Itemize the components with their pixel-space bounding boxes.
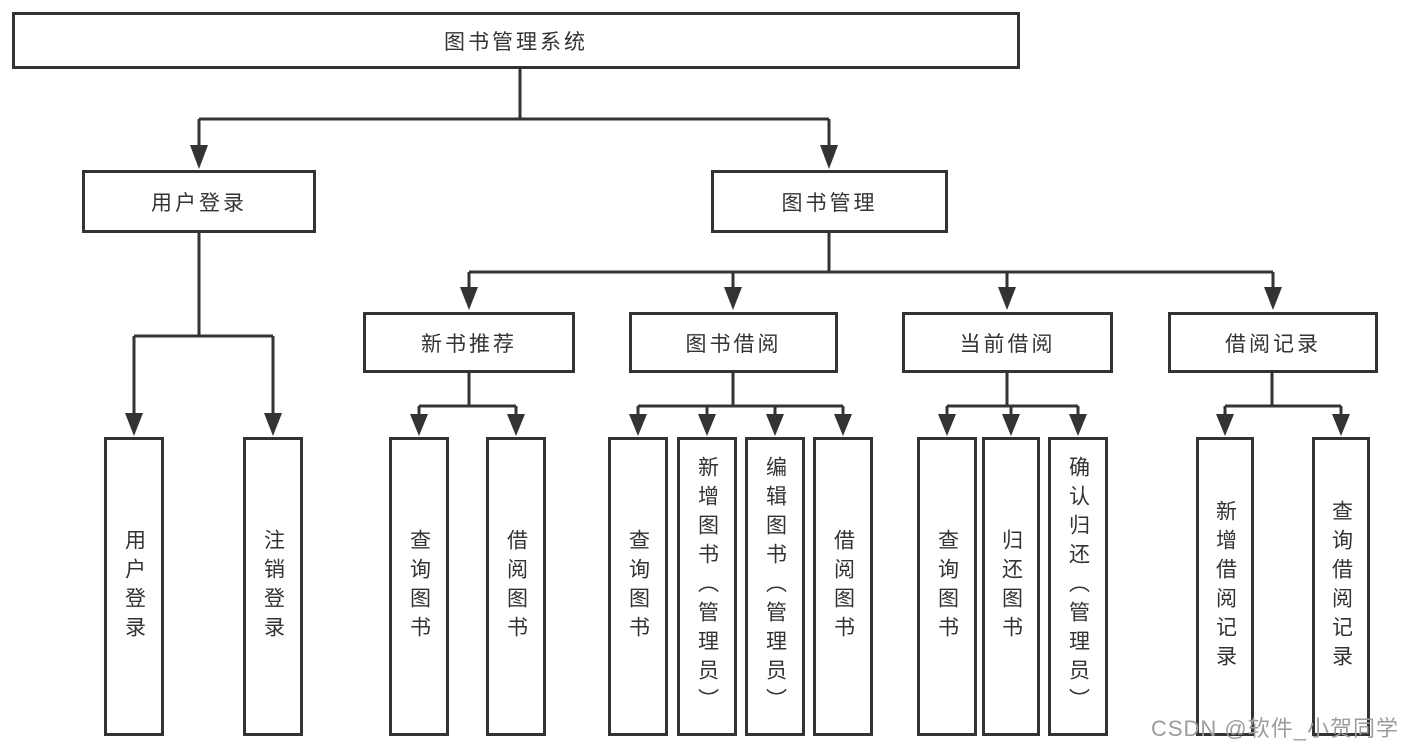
connector-borrow-records	[1223, 373, 1343, 418]
arrow-head	[190, 145, 208, 169]
leaf-return-books: 归还图书	[982, 437, 1040, 736]
node-current-borrowing: 当前借阅	[902, 312, 1113, 373]
node-book-borrowing: 图书借阅	[629, 312, 838, 373]
node-new-book-recommendation: 新书推荐	[363, 312, 575, 373]
watermark: CSDN @软件_小贺同学	[1150, 716, 1399, 741]
arrow-head	[1069, 414, 1087, 436]
arrow-head	[629, 414, 647, 436]
leaf-add-borrow-record: 新增借阅记录	[1196, 437, 1254, 736]
leaf-borrow-books-recommend: 借阅图书	[486, 437, 546, 736]
leaf-query-books-borrowing: 查询图书	[608, 437, 668, 736]
arrow-head	[698, 414, 716, 436]
arrow-head	[766, 414, 784, 436]
leaf-add-books-admin: 新增图书（管理员）	[677, 437, 737, 736]
node-user-login: 用户登录	[82, 170, 316, 233]
leaf-query-borrow-record: 查询借阅记录	[1312, 437, 1370, 736]
leaf-edit-books-admin: 编辑图书（管理员）	[745, 437, 805, 736]
arrow-head	[125, 413, 143, 436]
leaf-confirm-return-admin: 确认归还（管理员）	[1048, 437, 1108, 736]
leaf-borrow-books: 借阅图书	[813, 437, 873, 736]
connector-current-borrowing	[945, 373, 1080, 418]
arrow-head	[507, 414, 525, 436]
arrow-head	[1264, 287, 1282, 310]
node-borrow-records: 借阅记录	[1168, 312, 1378, 373]
arrow-head	[1216, 414, 1234, 436]
node-book-management: 图书管理	[711, 170, 948, 233]
arrow-head	[938, 414, 956, 436]
connector-new-book-recommendation	[417, 373, 518, 418]
leaf-query-books-current: 查询图书	[917, 437, 977, 736]
node-library-management-system: 图书管理系统	[12, 12, 1020, 69]
arrow-head	[460, 287, 478, 310]
leaf-user-login: 用户登录	[104, 437, 164, 736]
arrow-head	[724, 287, 742, 310]
connector-root	[197, 68, 831, 150]
leaf-logout: 注销登录	[243, 437, 303, 736]
arrow-head	[1332, 414, 1350, 436]
arrow-head	[820, 145, 838, 169]
leaf-query-books-recommend: 查询图书	[389, 437, 449, 736]
connector-book-management	[467, 233, 1275, 292]
connector-user-login	[132, 233, 275, 418]
arrow-head	[410, 414, 428, 436]
connector-book-borrowing	[636, 373, 845, 418]
arrow-head	[998, 287, 1016, 310]
arrow-head	[264, 413, 282, 436]
arrow-head	[1002, 414, 1020, 436]
arrow-head	[834, 414, 852, 436]
